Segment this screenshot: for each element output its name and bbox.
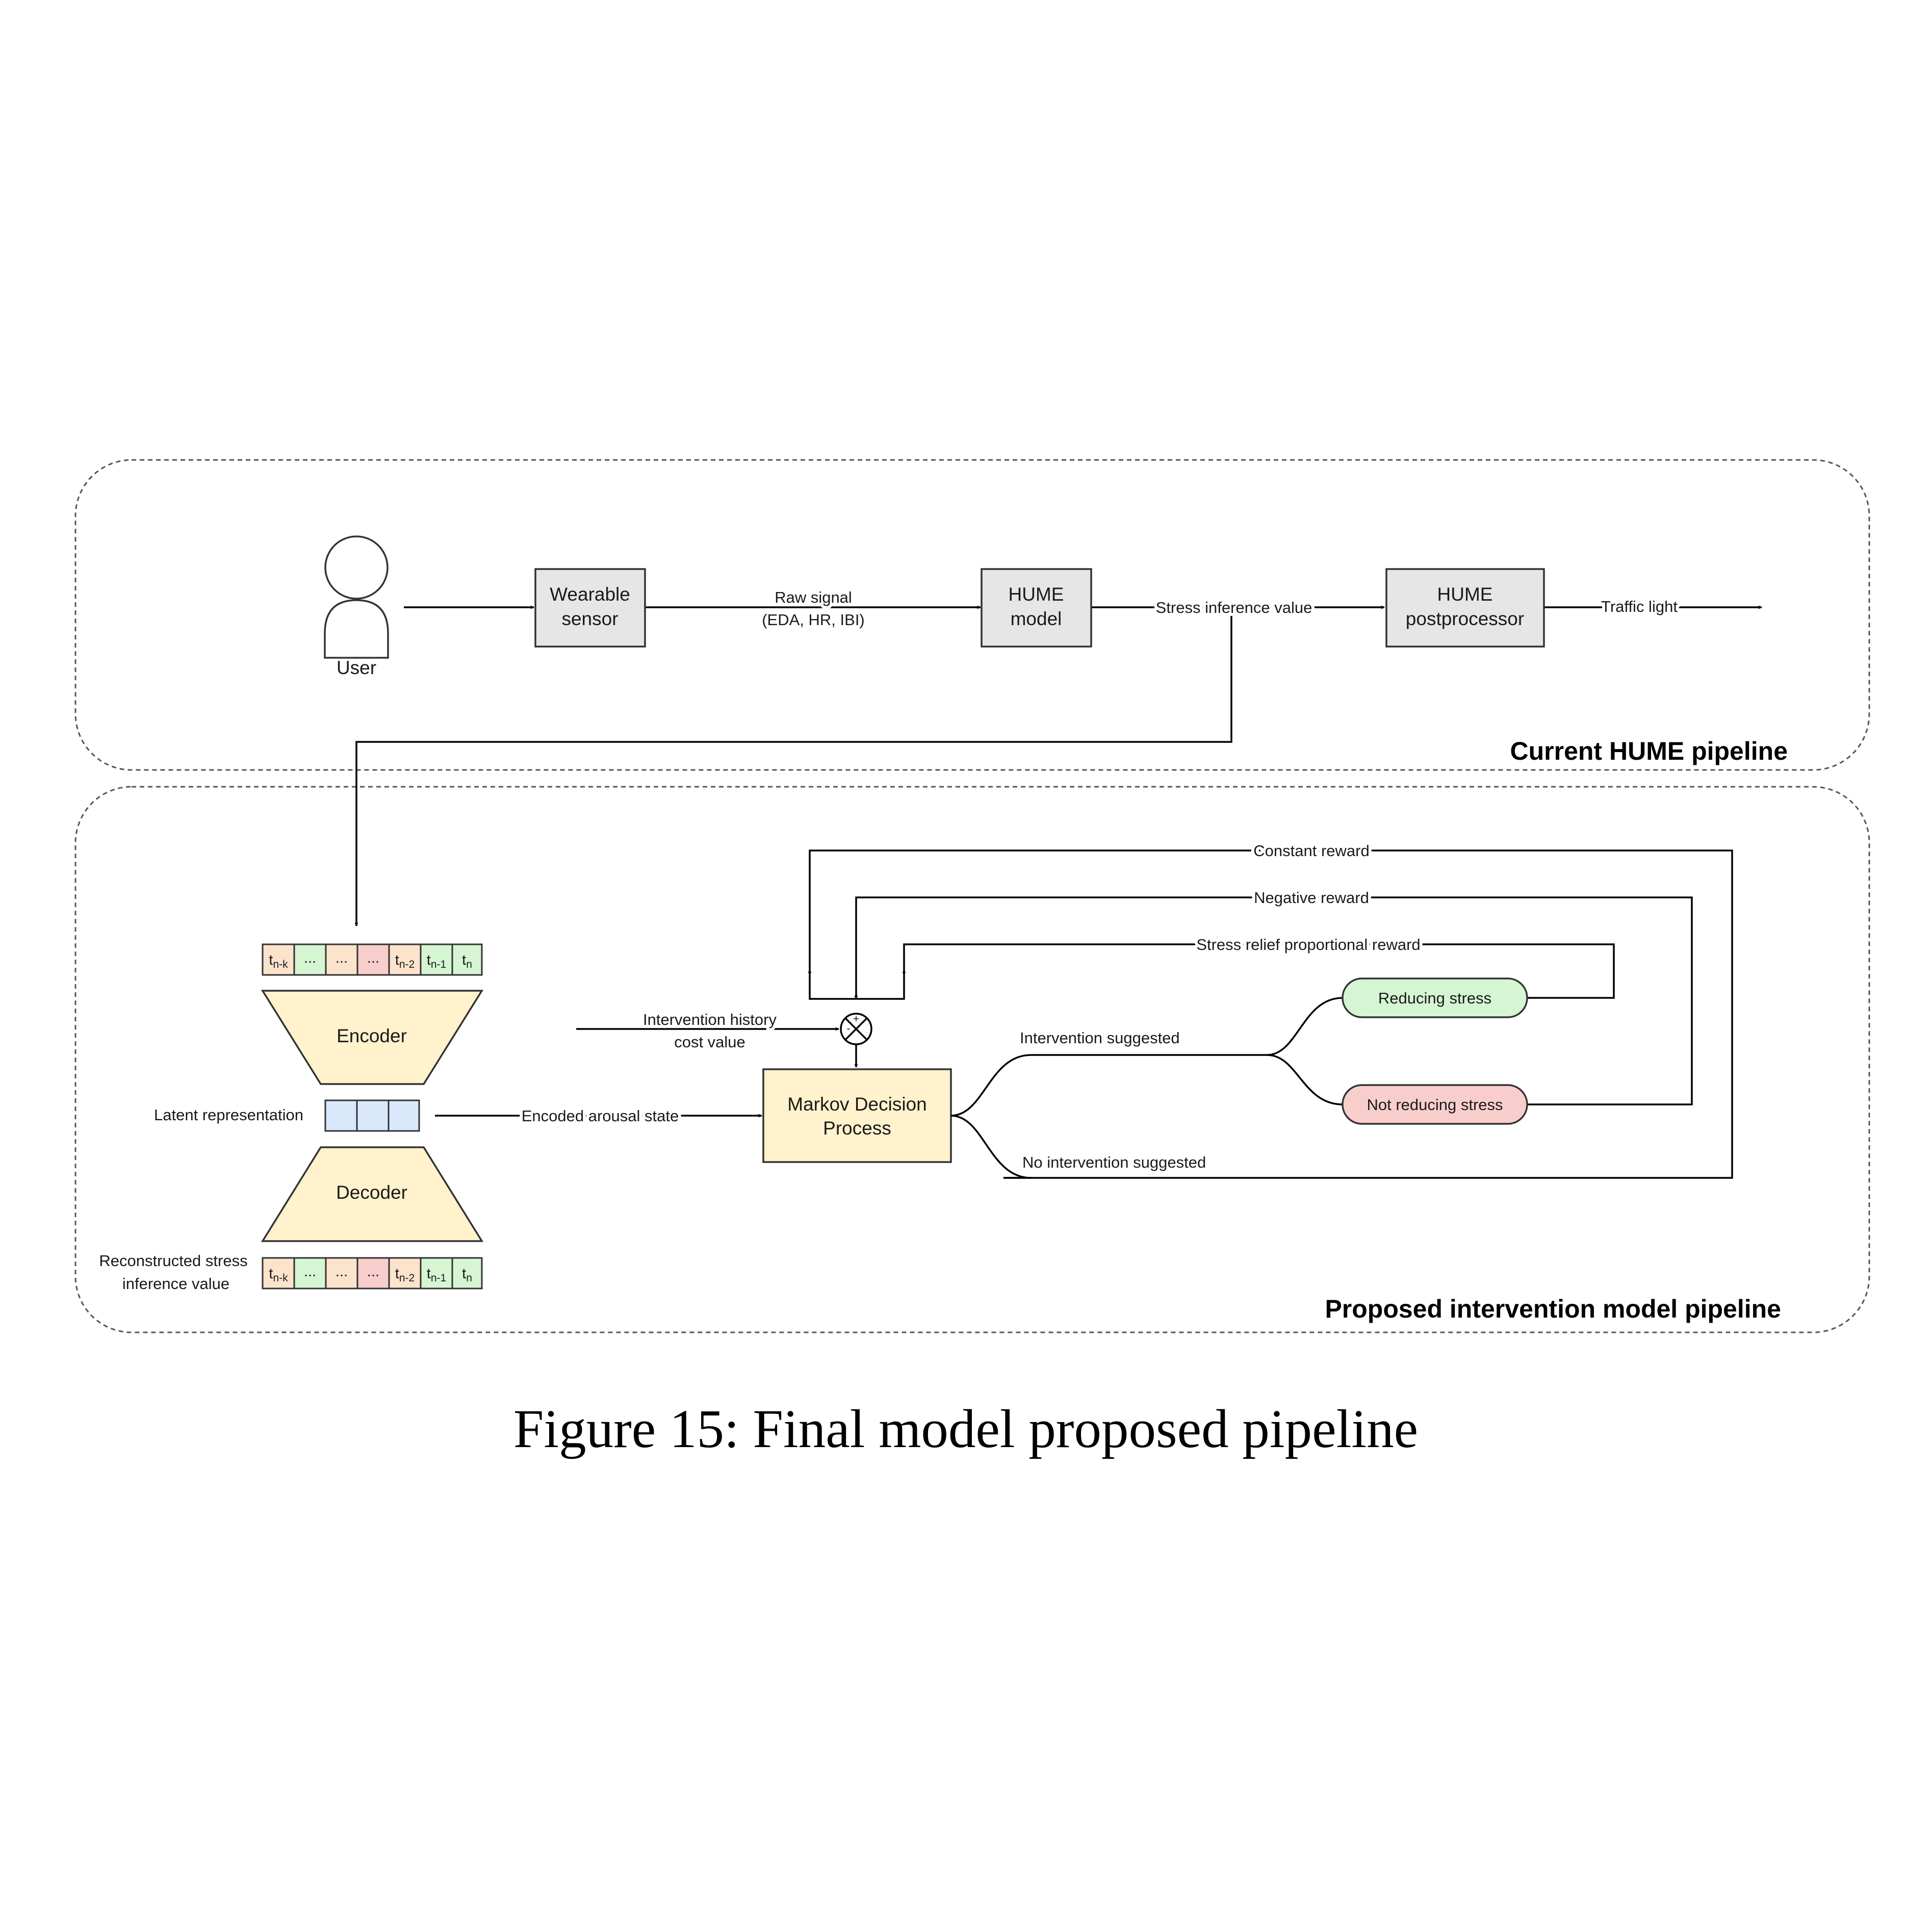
encoder-label: Encoder — [337, 1025, 407, 1046]
seq-cell-label: tn-2 — [395, 952, 415, 970]
seq-cell-label: tn-k — [269, 1266, 288, 1284]
combiner-plus: + — [853, 1013, 859, 1025]
proposed-pipeline-container — [74, 786, 1870, 1333]
seq-cell — [388, 943, 422, 976]
postprocessor-label-1: HUME — [1437, 584, 1493, 605]
history-label-1: Intervention history — [643, 1011, 777, 1028]
latent-label: Latent representation — [154, 1106, 303, 1124]
history-label-2: cost value — [674, 1033, 745, 1051]
decoder-label: Decoder — [336, 1182, 407, 1203]
seq-cell-label: ... — [304, 950, 316, 966]
seq-cell — [388, 1257, 422, 1290]
seq-cell-label: ... — [304, 1264, 316, 1280]
seq-cell-label: tn-2 — [395, 1266, 415, 1284]
edge-constant-reward — [808, 849, 1733, 1179]
edge-relief-reward — [902, 943, 1615, 999]
user-icon — [324, 535, 389, 659]
wearable-label-1: Wearable — [550, 584, 630, 605]
not-reducing-stress-label: Not reducing stress — [1367, 1096, 1503, 1114]
output-sequence: tn-k ... ... ... tn-2 tn-1 tn — [262, 1257, 483, 1290]
seq-cell — [262, 1257, 295, 1290]
traffic-light-label: Traffic light — [1601, 598, 1678, 615]
seq-cell-label: tn — [462, 952, 472, 970]
combiner-node — [840, 1013, 872, 1045]
proposed-pipeline-title: Proposed intervention model pipeline — [1325, 1295, 1781, 1323]
mdp-box — [762, 1068, 952, 1163]
hume-model-box — [981, 568, 1092, 648]
no-intervention-label: No intervention suggested — [1022, 1153, 1206, 1171]
reducing-stress-pill — [1342, 977, 1528, 1018]
figure-caption: Figure 15: Final model proposed pipeline — [513, 1399, 1418, 1459]
seq-cell-label: ... — [336, 1264, 348, 1280]
seq-cell-label: tn-1 — [427, 1266, 446, 1284]
postprocessor-label-2: postprocessor — [1406, 608, 1524, 629]
encoder-shape — [261, 990, 484, 1085]
seq-cell — [420, 1257, 453, 1290]
seq-cell — [356, 943, 390, 976]
reconstructed-label-1: Reconstructed stress — [99, 1252, 247, 1270]
current-pipeline-title: Current HUME pipeline — [1510, 737, 1788, 765]
stress-inference-label: Stress inference value — [1156, 599, 1312, 616]
seq-cell-label: tn-1 — [427, 952, 446, 970]
input-sequence: tn-k ... ... ... tn-2 tn-1 tn — [262, 943, 483, 976]
seq-cell-label: ... — [367, 1264, 379, 1280]
encoded-state-label: Encoded arousal state — [522, 1107, 679, 1125]
edge-inference-to-encoder — [354, 607, 1232, 926]
seq-cell — [451, 943, 483, 976]
hume-postprocessor-box — [1385, 568, 1545, 648]
seq-cell — [262, 943, 295, 976]
seq-cell-label: tn-k — [269, 952, 288, 970]
latent-vector — [324, 1099, 420, 1132]
mdp-label-1: Markov Decision — [787, 1094, 926, 1115]
not-reducing-stress-pill — [1342, 1084, 1528, 1125]
edge-intervention-not-reducing — [1267, 1054, 1343, 1105]
relief-reward-label: Stress relief proportional reward — [1196, 936, 1420, 954]
hume-model-label-1: HUME — [1009, 584, 1064, 605]
edge-negative-reward — [854, 896, 1693, 1105]
seq-cell-label: ... — [336, 950, 348, 966]
edge-mdp-intervention — [950, 997, 1343, 1117]
seq-cell — [420, 943, 453, 976]
latent-cell — [388, 1099, 420, 1132]
raw-signal-label-2: (EDA, HR, IBI) — [762, 611, 865, 629]
seq-cell-label: tn — [462, 1266, 472, 1284]
seq-cell — [325, 1257, 358, 1290]
wearable-sensor-box — [534, 568, 646, 648]
user-label: User — [337, 657, 376, 678]
hume-model-label-2: model — [1011, 608, 1062, 629]
mdp-label-2: Process — [823, 1118, 891, 1139]
edge-mdp-no-intervention — [950, 1115, 1032, 1179]
constant-reward-label: Constant reward — [1253, 842, 1369, 860]
negative-reward-label: Negative reward — [1254, 889, 1369, 907]
decoder-shape — [261, 1146, 484, 1242]
edge-collector — [809, 975, 905, 1000]
seq-cell-label: ... — [367, 950, 379, 966]
latent-cell — [324, 1099, 358, 1132]
latent-cell — [356, 1099, 390, 1132]
intervention-suggested-label: Intervention suggested — [1020, 1029, 1180, 1047]
seq-cell — [451, 1257, 483, 1290]
reconstructed-label-2: inference value — [122, 1275, 229, 1293]
reducing-stress-label: Reducing stress — [1378, 989, 1491, 1007]
combiner-minus: - — [847, 1023, 851, 1035]
current-pipeline-container — [74, 459, 1870, 771]
raw-signal-label-1: Raw signal — [775, 588, 852, 606]
wearable-label-2: sensor — [561, 608, 618, 629]
